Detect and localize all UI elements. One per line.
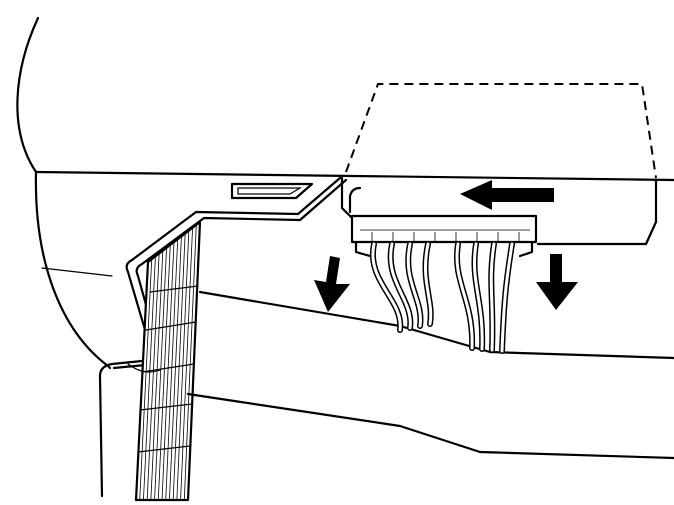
arrow-left-icon [460, 180, 554, 210]
power-wire-fill [489, 242, 496, 352]
ribbon-stripe [146, 253, 160, 501]
power-wire-fill [472, 242, 484, 351]
ribbon-stripe [161, 241, 175, 501]
ribbon-band [139, 403, 193, 411]
ribbon-stripe [180, 227, 193, 501]
drive-bay-tray [186, 290, 674, 460]
arrow-down-right-icon [536, 254, 578, 310]
ribbon-stripe [183, 224, 197, 501]
ribbon-band [149, 285, 199, 293]
ribbon-stripe [157, 244, 171, 501]
ribbon-band [137, 445, 191, 453]
power-wire-fill [406, 242, 422, 328]
arrow-down-left-icon [314, 256, 350, 312]
mounting-bracket [98, 176, 348, 498]
ribbon-stripe [169, 236, 182, 501]
power-wires [369, 241, 515, 354]
case-outline [16, 16, 674, 370]
ribbon-stripe [150, 250, 164, 501]
power-wire-fill [424, 242, 433, 326]
ribbon-cable-stripes [137, 224, 199, 501]
ribbon-stripe [143, 256, 156, 501]
power-wire-fill [500, 242, 514, 353]
power-wire-fill [371, 242, 402, 332]
ribbon-cable [127, 220, 202, 502]
ribbon-stripe [139, 259, 153, 501]
connector-pins [371, 232, 520, 242]
ribbon-stripe [165, 239, 179, 501]
ribbon-band [141, 363, 195, 373]
power-wire-fill [455, 242, 474, 350]
power-wire-fill [389, 242, 412, 330]
ribbon-band [145, 321, 197, 331]
drive-unit [340, 83, 658, 246]
power-connector [350, 214, 538, 258]
